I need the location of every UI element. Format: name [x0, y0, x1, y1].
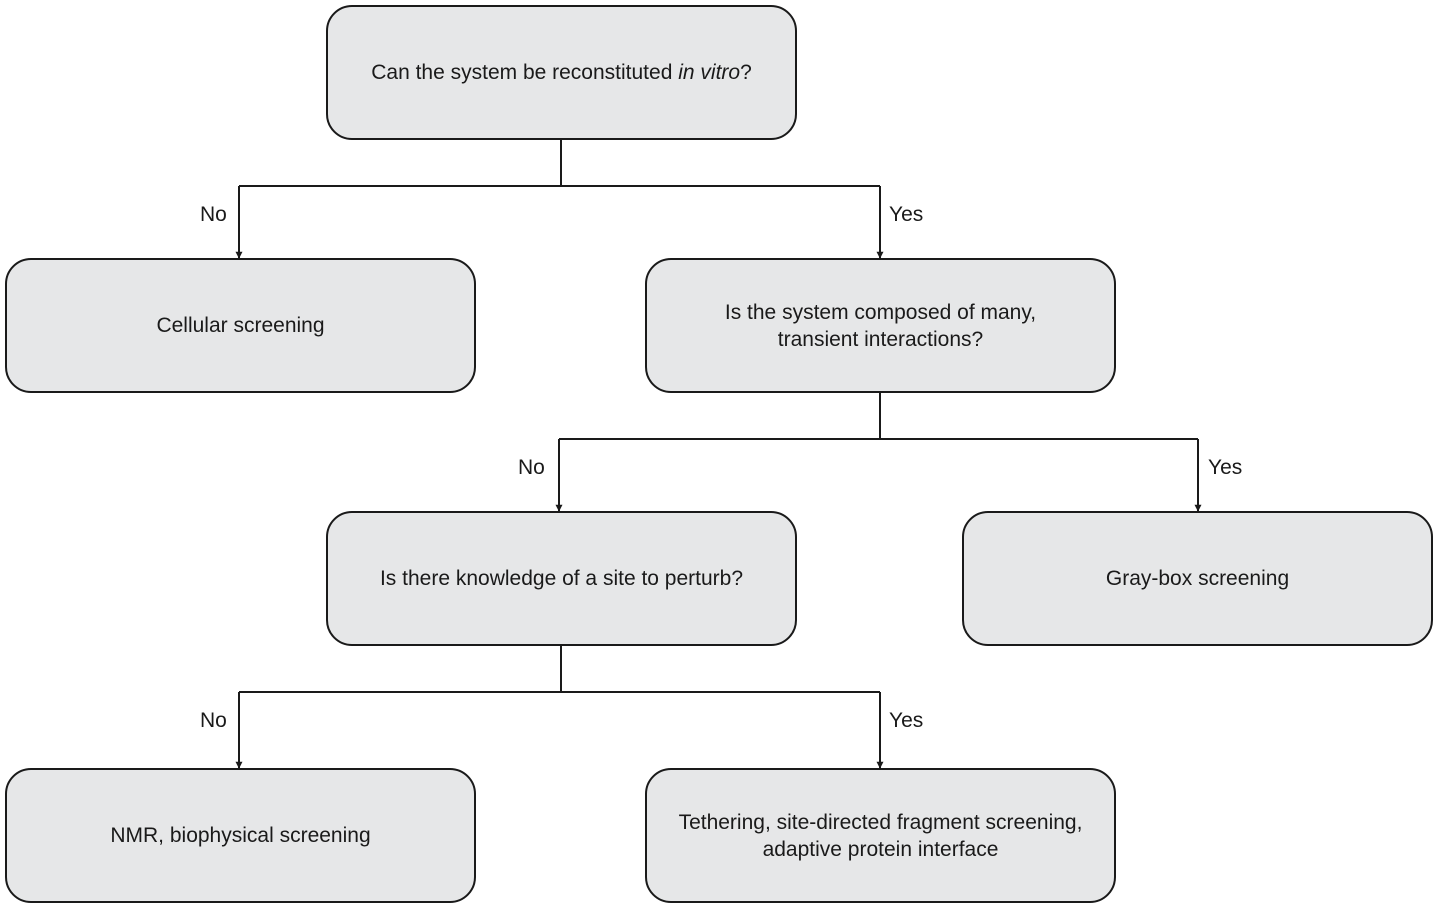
- decision-in-vitro-prefix: Can the system be reconstituted: [371, 61, 679, 84]
- outcome-tethering-line-1: Tethering, site-directed fragment screen…: [678, 810, 1083, 834]
- outcome-tethering-line-2: adaptive protein interface: [762, 837, 999, 861]
- outcome-tethering: Tethering, site-directed fragment screen…: [645, 768, 1116, 903]
- decision-transient-line-1: Is the system composed of many,: [724, 300, 1037, 324]
- outcome-nmr-screening: NMR, biophysical screening: [5, 768, 476, 903]
- decision-in-vitro-suffix: ?: [740, 61, 752, 84]
- decision-site-knowledge-label: Is there knowledge of a site to perturb?: [379, 567, 744, 590]
- decision-transient-line-2: transient interactions?: [777, 327, 984, 351]
- decision-site-knowledge: Is there knowledge of a site to perturb?: [326, 511, 797, 646]
- outcome-nmr-label: NMR, biophysical screening: [110, 824, 371, 847]
- outcome-cellular-screening-label: Cellular screening: [156, 314, 325, 337]
- outcome-cellular-screening: Cellular screening: [5, 258, 476, 393]
- edge-label-no-2: No: [518, 456, 545, 479]
- decision-in-vitro-text: Can the system be reconstituted in vitro…: [371, 59, 752, 86]
- edge-label-no-3: No: [200, 709, 227, 732]
- outcome-gray-box-label: Gray-box screening: [1105, 567, 1290, 590]
- edge-label-no-1: No: [200, 203, 227, 226]
- edge-label-yes-3: Yes: [889, 709, 924, 732]
- edge-label-yes-2: Yes: [1208, 456, 1243, 479]
- decision-in-vitro: Can the system be reconstituted in vitro…: [326, 5, 797, 140]
- in-vitro-emphasis: in vitro: [678, 61, 741, 84]
- edge-label-yes-1: Yes: [889, 203, 924, 226]
- outcome-gray-box-screening: Gray-box screening: [962, 511, 1433, 646]
- decision-transient-interactions: Is the system composed of many, transien…: [645, 258, 1116, 393]
